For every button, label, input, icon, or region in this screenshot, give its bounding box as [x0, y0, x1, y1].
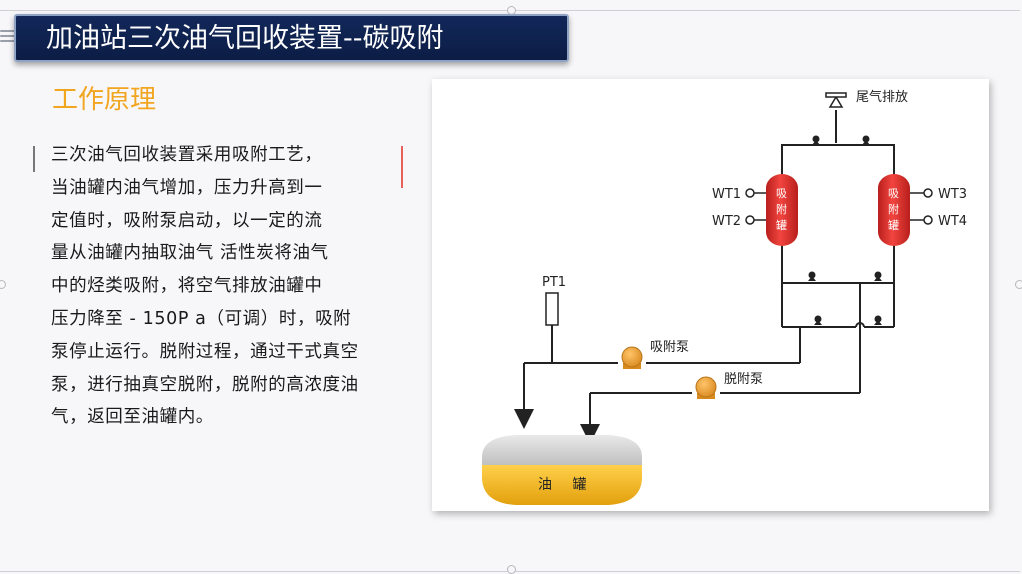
vessel-label: 附 — [776, 202, 787, 216]
desorption-pump-icon — [695, 376, 717, 399]
right-accent-bar — [401, 146, 403, 188]
body-line: 三次油气回收装置采用吸附工艺， — [51, 145, 323, 165]
left-accent-bar — [33, 146, 35, 172]
adsorption-vessel-left: 吸 附 罐 — [766, 174, 798, 246]
valve-icon — [874, 271, 882, 281]
title-banner: 加油站三次油气回收装置--碳吸附 — [14, 14, 569, 62]
sensor-wt4-icon — [923, 215, 933, 225]
adsorption-pump-label: 吸附泵 — [650, 340, 689, 355]
body-line: 压力降至 - 150P a（可调）时，吸附 — [51, 308, 352, 329]
left-edge-handle — [0, 280, 6, 289]
exhaust-vent-icon — [825, 92, 847, 108]
body-line: 气，返回至油罐内。 — [51, 407, 214, 428]
body-line: 量从油罐内抽取油气 活性炭将油气 — [51, 243, 329, 264]
desorption-pump-label: 脱附泵 — [724, 372, 763, 387]
adsorption-vessel-right: 吸 附 罐 — [878, 174, 910, 246]
valve-icon — [862, 135, 870, 145]
valve-icon — [814, 315, 822, 325]
sensor-wt2-icon — [745, 215, 755, 225]
process-diagram: 尾气排放 吸 附 罐 吸 附 罐 — [432, 79, 989, 511]
valve-icon — [812, 135, 820, 145]
vessel-label: 吸 — [888, 187, 899, 200]
sensor-wt2-label: WT2 — [712, 214, 741, 229]
slide-title: 加油站三次油气回收装置--碳吸附 — [46, 23, 444, 54]
oil-tank: 油 罐 — [482, 435, 642, 505]
sensor-wt1-label: WT1 — [712, 187, 741, 202]
vessel-label: 吸 — [776, 187, 787, 200]
body-line: 泵停止运行。脱附过程，通过干式真空 — [51, 341, 359, 362]
oil-tank-label: 油 罐 — [538, 477, 594, 493]
valve-icon — [808, 271, 816, 281]
body-paragraph: 三次油气回收装置采用吸附工艺， 当油罐内油气增加，压力升高到一 定值时，吸附泵启… — [51, 139, 396, 434]
sensor-wt1-icon — [745, 188, 755, 198]
body-line: 泵，进行抽真空脱附，脱附的高浓度油 — [51, 374, 359, 395]
body-line: 中的烃类吸附，将空气排放油罐中 — [51, 276, 323, 297]
valve-icon — [874, 315, 882, 325]
vessel-label: 罐 — [888, 219, 899, 232]
sensor-connectors — [754, 192, 924, 221]
sensor-wt3-icon — [923, 188, 933, 198]
pressure-sensor-label: PT1 — [542, 275, 566, 290]
sensor-wt4-label: WT4 — [938, 214, 967, 229]
diagram-svg: 尾气排放 吸 附 罐 吸 附 罐 — [482, 89, 967, 505]
pressure-sensor-icon — [545, 292, 559, 326]
vessel-label: 罐 — [776, 219, 787, 232]
sensor-wt3-label: WT3 — [938, 187, 967, 202]
adsorption-pump-icon — [621, 346, 643, 369]
exhaust-label: 尾气排放 — [856, 89, 908, 105]
right-edge-handle — [1015, 280, 1022, 289]
body-line: 当油罐内油气增加，压力升高到一 — [51, 177, 323, 198]
vessel-label: 附 — [888, 202, 899, 216]
pipe-network — [514, 110, 895, 444]
body-line: 定值时，吸附泵启动，以一定的流 — [51, 210, 323, 231]
section-heading: 工作原理 — [52, 85, 157, 115]
